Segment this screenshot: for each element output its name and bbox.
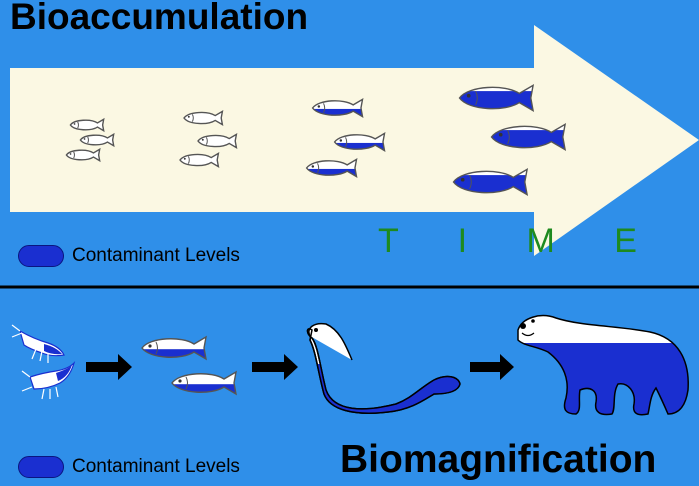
fish-groups bbox=[65, 84, 566, 196]
polar-bear-icon bbox=[517, 314, 689, 416]
fish-icon bbox=[141, 336, 237, 395]
legend-label: Contaminant Levels bbox=[72, 456, 240, 477]
arrow-right-icon bbox=[252, 354, 298, 380]
fish-icon bbox=[197, 133, 238, 149]
contaminant-swatch bbox=[18, 456, 64, 478]
fish-icon bbox=[333, 132, 386, 152]
biomagnification-title: Biomagnification bbox=[340, 438, 657, 481]
legend-top: Contaminant Levels bbox=[18, 245, 240, 267]
fish-icon bbox=[171, 371, 237, 395]
fish-icon bbox=[490, 123, 566, 151]
bioaccumulation-title: Bioaccumulation bbox=[10, 0, 309, 37]
fish-icon bbox=[69, 118, 105, 132]
legend-label: Contaminant Levels bbox=[72, 245, 240, 266]
time-axis-label: T I M E bbox=[378, 222, 662, 260]
fish-icon bbox=[452, 168, 528, 196]
food-chain-arrows bbox=[86, 354, 514, 380]
shrimp-icon bbox=[11, 324, 76, 400]
fish-icon bbox=[65, 148, 101, 162]
legend-bottom: Contaminant Levels bbox=[18, 456, 240, 478]
fish-icon bbox=[179, 152, 220, 168]
seal-icon bbox=[306, 322, 461, 414]
fish-icon bbox=[458, 84, 534, 112]
fish-icon bbox=[79, 133, 115, 147]
arrow-right-icon bbox=[470, 354, 514, 380]
fish-icon bbox=[311, 98, 364, 118]
fish-icon bbox=[305, 158, 358, 178]
fish-icon bbox=[183, 110, 224, 126]
contaminant-swatch bbox=[18, 245, 64, 267]
fish-icon bbox=[141, 336, 207, 360]
arrow-right-icon bbox=[86, 354, 132, 380]
